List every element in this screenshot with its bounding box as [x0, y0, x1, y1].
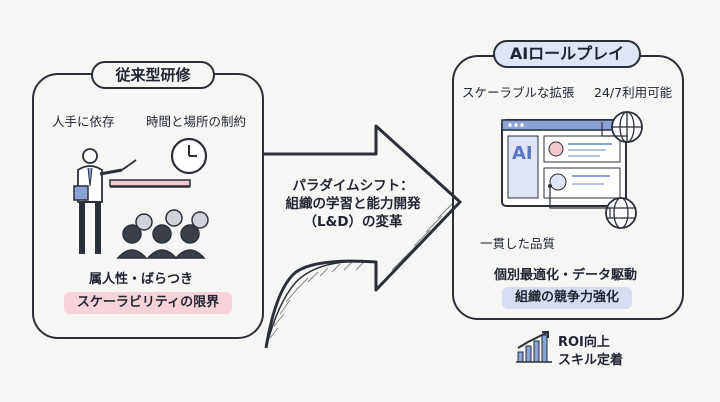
- roi-improvement: ROI向上: [558, 335, 610, 350]
- paradigm-shift-line3: （L&D）の変革: [303, 214, 403, 230]
- ai-screen-label: AI: [512, 143, 533, 164]
- teacher-icon: [73, 148, 191, 254]
- point-available-24-7: 24/7利用可能: [594, 85, 673, 100]
- scalability-limit-badge: スケーラビリティの限界: [64, 292, 232, 314]
- ai-roleplay-title: AIロールプレイ: [493, 40, 641, 68]
- network-lines: [548, 122, 628, 218]
- laptop-ai-icon: [501, 119, 627, 207]
- chart-growth-icon: [516, 331, 552, 363]
- paradigm-shift-line2: 組織の学習と能力開発: [285, 196, 421, 212]
- point-personalized-data-driven: 個別最適化・データ駆動: [494, 268, 638, 283]
- arrow-icon: [264, 124, 462, 349]
- competitiveness-badge: 組織の競争力強化: [502, 287, 632, 309]
- globe-icon-2: [605, 197, 637, 229]
- point-time-place-constraint: 時間と場所の制約: [146, 114, 247, 129]
- skill-retention: スキル定着: [558, 353, 624, 368]
- globe-icon: [611, 111, 643, 143]
- audience-icon: [116, 209, 209, 259]
- traditional-training-title: 従来型研修: [91, 61, 215, 89]
- point-person-dependency-variance: 属人性・ばらつき: [89, 272, 194, 287]
- point-consistent-quality: 一貫した品質: [480, 236, 556, 251]
- point-scalable-expansion: スケーラブルな拡張: [462, 85, 575, 100]
- paradigm-shift-line1: パラダイムシフト：: [292, 178, 414, 194]
- clock-icon: [170, 137, 208, 175]
- point-human-dependent: 人手に依存: [52, 114, 115, 129]
